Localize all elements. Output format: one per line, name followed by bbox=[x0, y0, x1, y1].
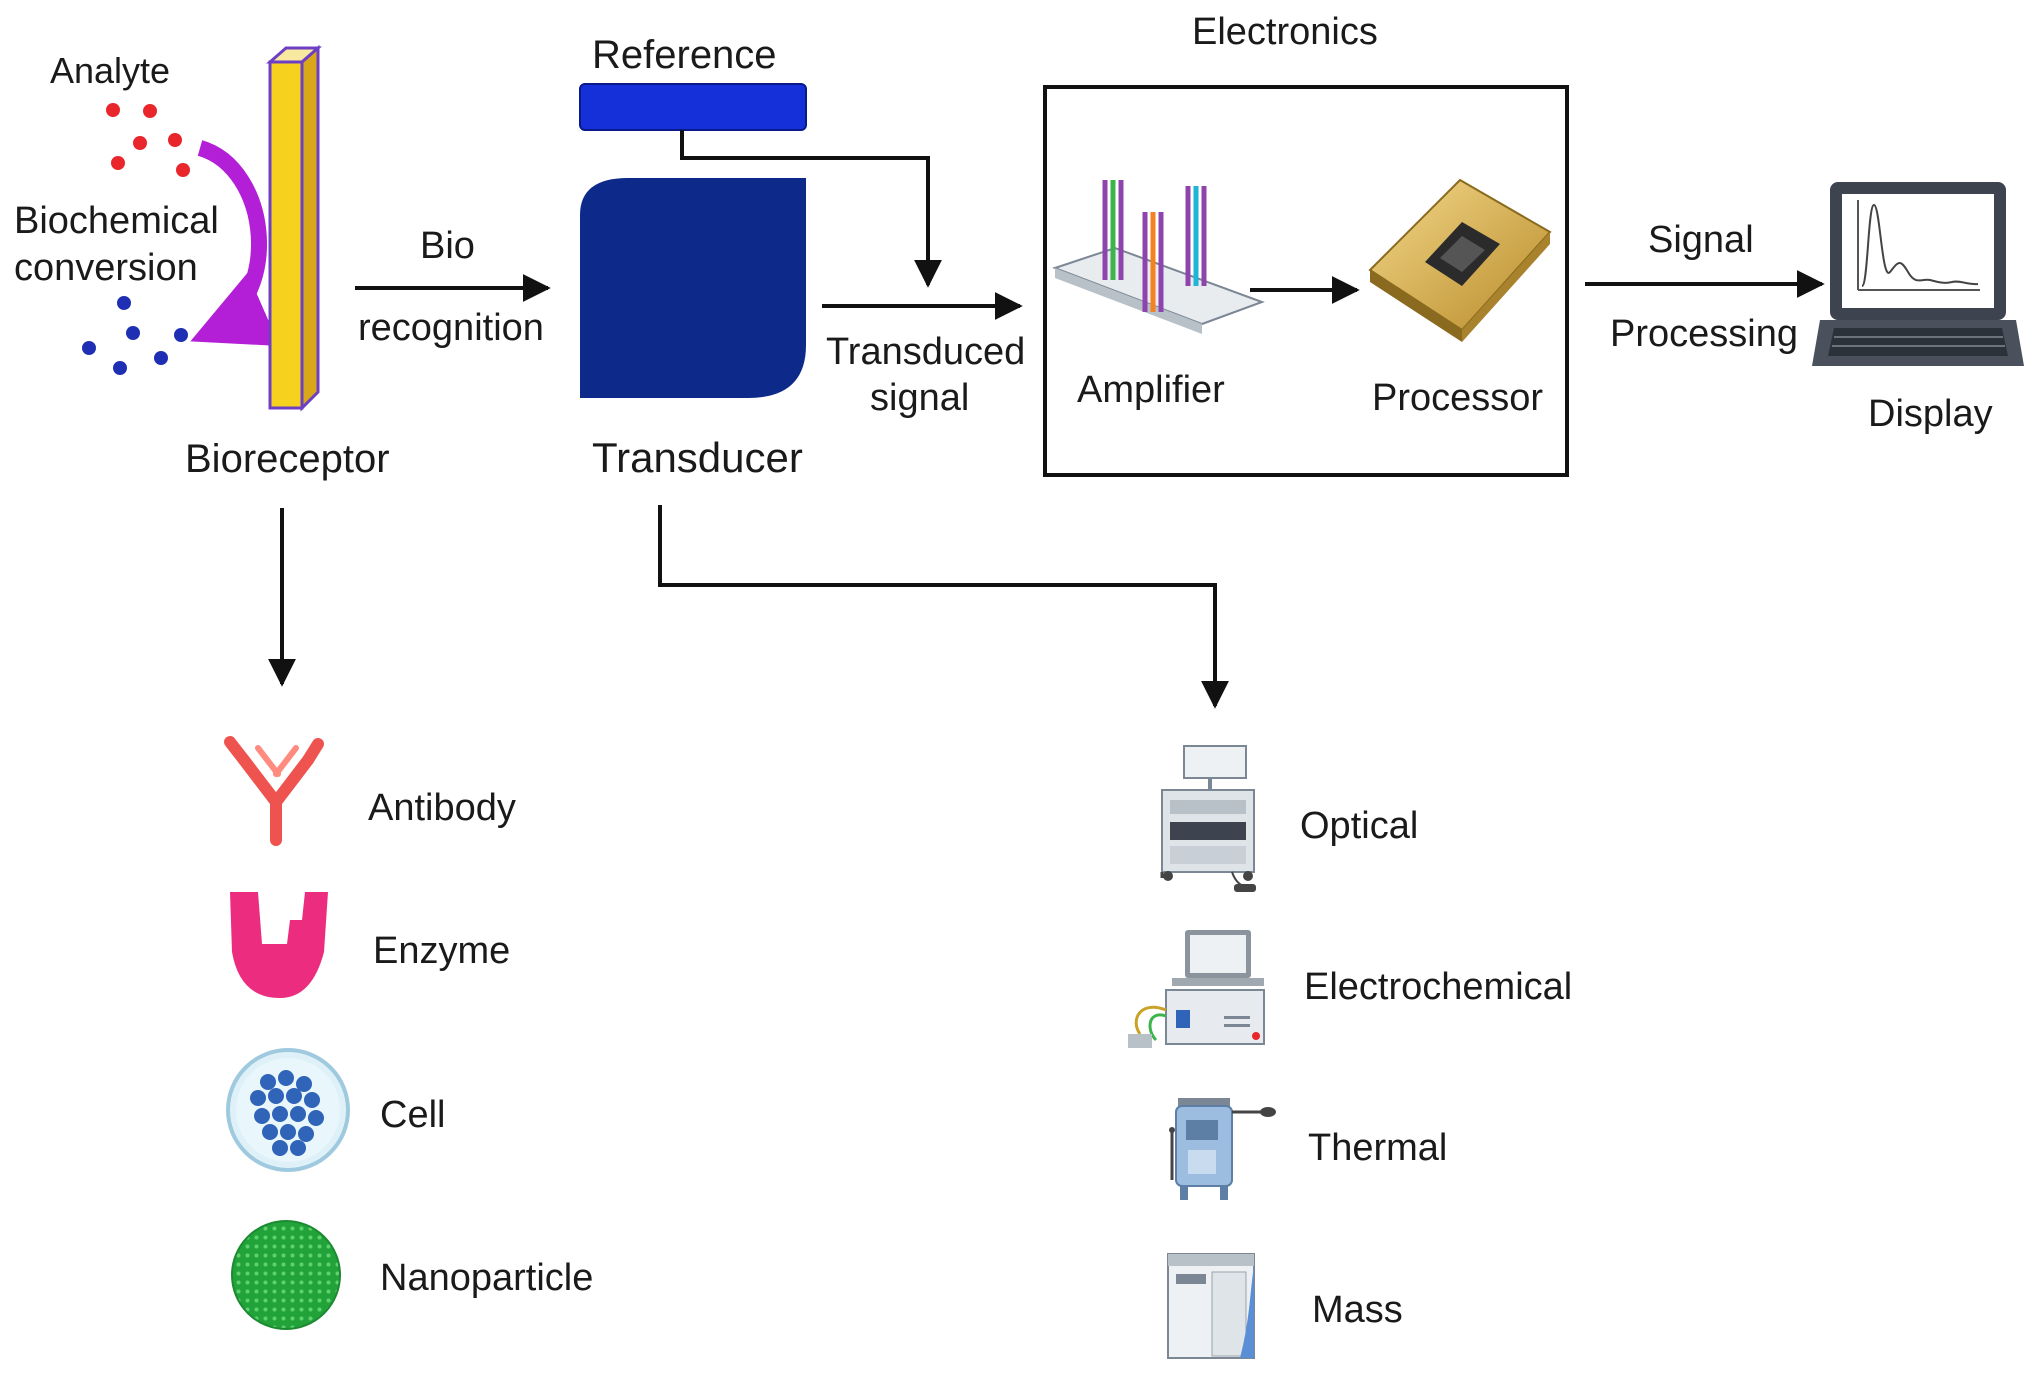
biochemical-label-line2: conversion bbox=[14, 247, 198, 289]
signal-label-line1: Signal bbox=[1648, 219, 1754, 261]
transduced-label-line2: signal bbox=[870, 377, 969, 419]
bioreceptor-type-label-1: Enzyme bbox=[373, 930, 510, 972]
transduced-label-line1: Transduced bbox=[826, 331, 1025, 373]
biochemical-label-line1: Biochemical bbox=[14, 200, 219, 242]
analyte-blue-particles bbox=[82, 296, 188, 375]
transducer-type-label-2: Thermal bbox=[1308, 1127, 1447, 1169]
analyte-red-particles bbox=[106, 103, 190, 177]
cell-icon bbox=[226, 1048, 350, 1172]
bioreceptor-label: Bioreceptor bbox=[185, 437, 390, 481]
analyte-label: Analyte bbox=[50, 50, 170, 91]
analyte-group: Analyte Biochemical conversion bbox=[14, 50, 280, 375]
reference-bar bbox=[579, 83, 807, 131]
transducer-types-arrow bbox=[658, 505, 1229, 709]
transducer-type-label-3: Mass bbox=[1312, 1289, 1403, 1331]
bio-label-line1: Bio bbox=[420, 225, 475, 267]
transducer-block bbox=[580, 178, 806, 398]
electronics-label: Electronics bbox=[1192, 11, 1378, 53]
reference-arrow bbox=[680, 130, 942, 288]
mass-instrument-icon bbox=[1167, 1253, 1255, 1359]
nanoparticle-icon bbox=[231, 1220, 341, 1330]
signal-label-line2: Processing bbox=[1610, 313, 1798, 355]
processor-label: Processor bbox=[1372, 377, 1543, 419]
thermal-instrument-icon bbox=[1169, 1098, 1276, 1200]
transducer-label: Transducer bbox=[592, 434, 803, 481]
transducer-type-label-1: Electrochemical bbox=[1304, 966, 1572, 1008]
antibody-icon bbox=[224, 736, 324, 846]
electrochemical-instrument-icon bbox=[1128, 930, 1265, 1048]
bioreceptor-type-label-0: Antibody bbox=[368, 787, 516, 829]
processor-icon bbox=[1368, 178, 1552, 342]
laptop-display-icon bbox=[1812, 182, 2024, 366]
electronics-box bbox=[1043, 85, 1569, 477]
bioreceptor-type-label-2: Cell bbox=[380, 1094, 445, 1136]
bioreceptor-bar bbox=[266, 44, 322, 412]
transducer-type-label-0: Optical bbox=[1300, 805, 1418, 847]
display-label: Display bbox=[1868, 393, 1993, 435]
conversion-arrow bbox=[190, 140, 280, 346]
enzyme-icon bbox=[230, 892, 328, 998]
reference-label: Reference bbox=[592, 33, 777, 77]
bioreceptor-type-label-3: Nanoparticle bbox=[380, 1257, 593, 1299]
amplifier-label: Amplifier bbox=[1077, 369, 1225, 411]
bio-label-line2: recognition bbox=[358, 307, 544, 349]
optical-instrument-icon bbox=[1160, 745, 1256, 892]
amplifier-icon bbox=[1052, 180, 1265, 334]
